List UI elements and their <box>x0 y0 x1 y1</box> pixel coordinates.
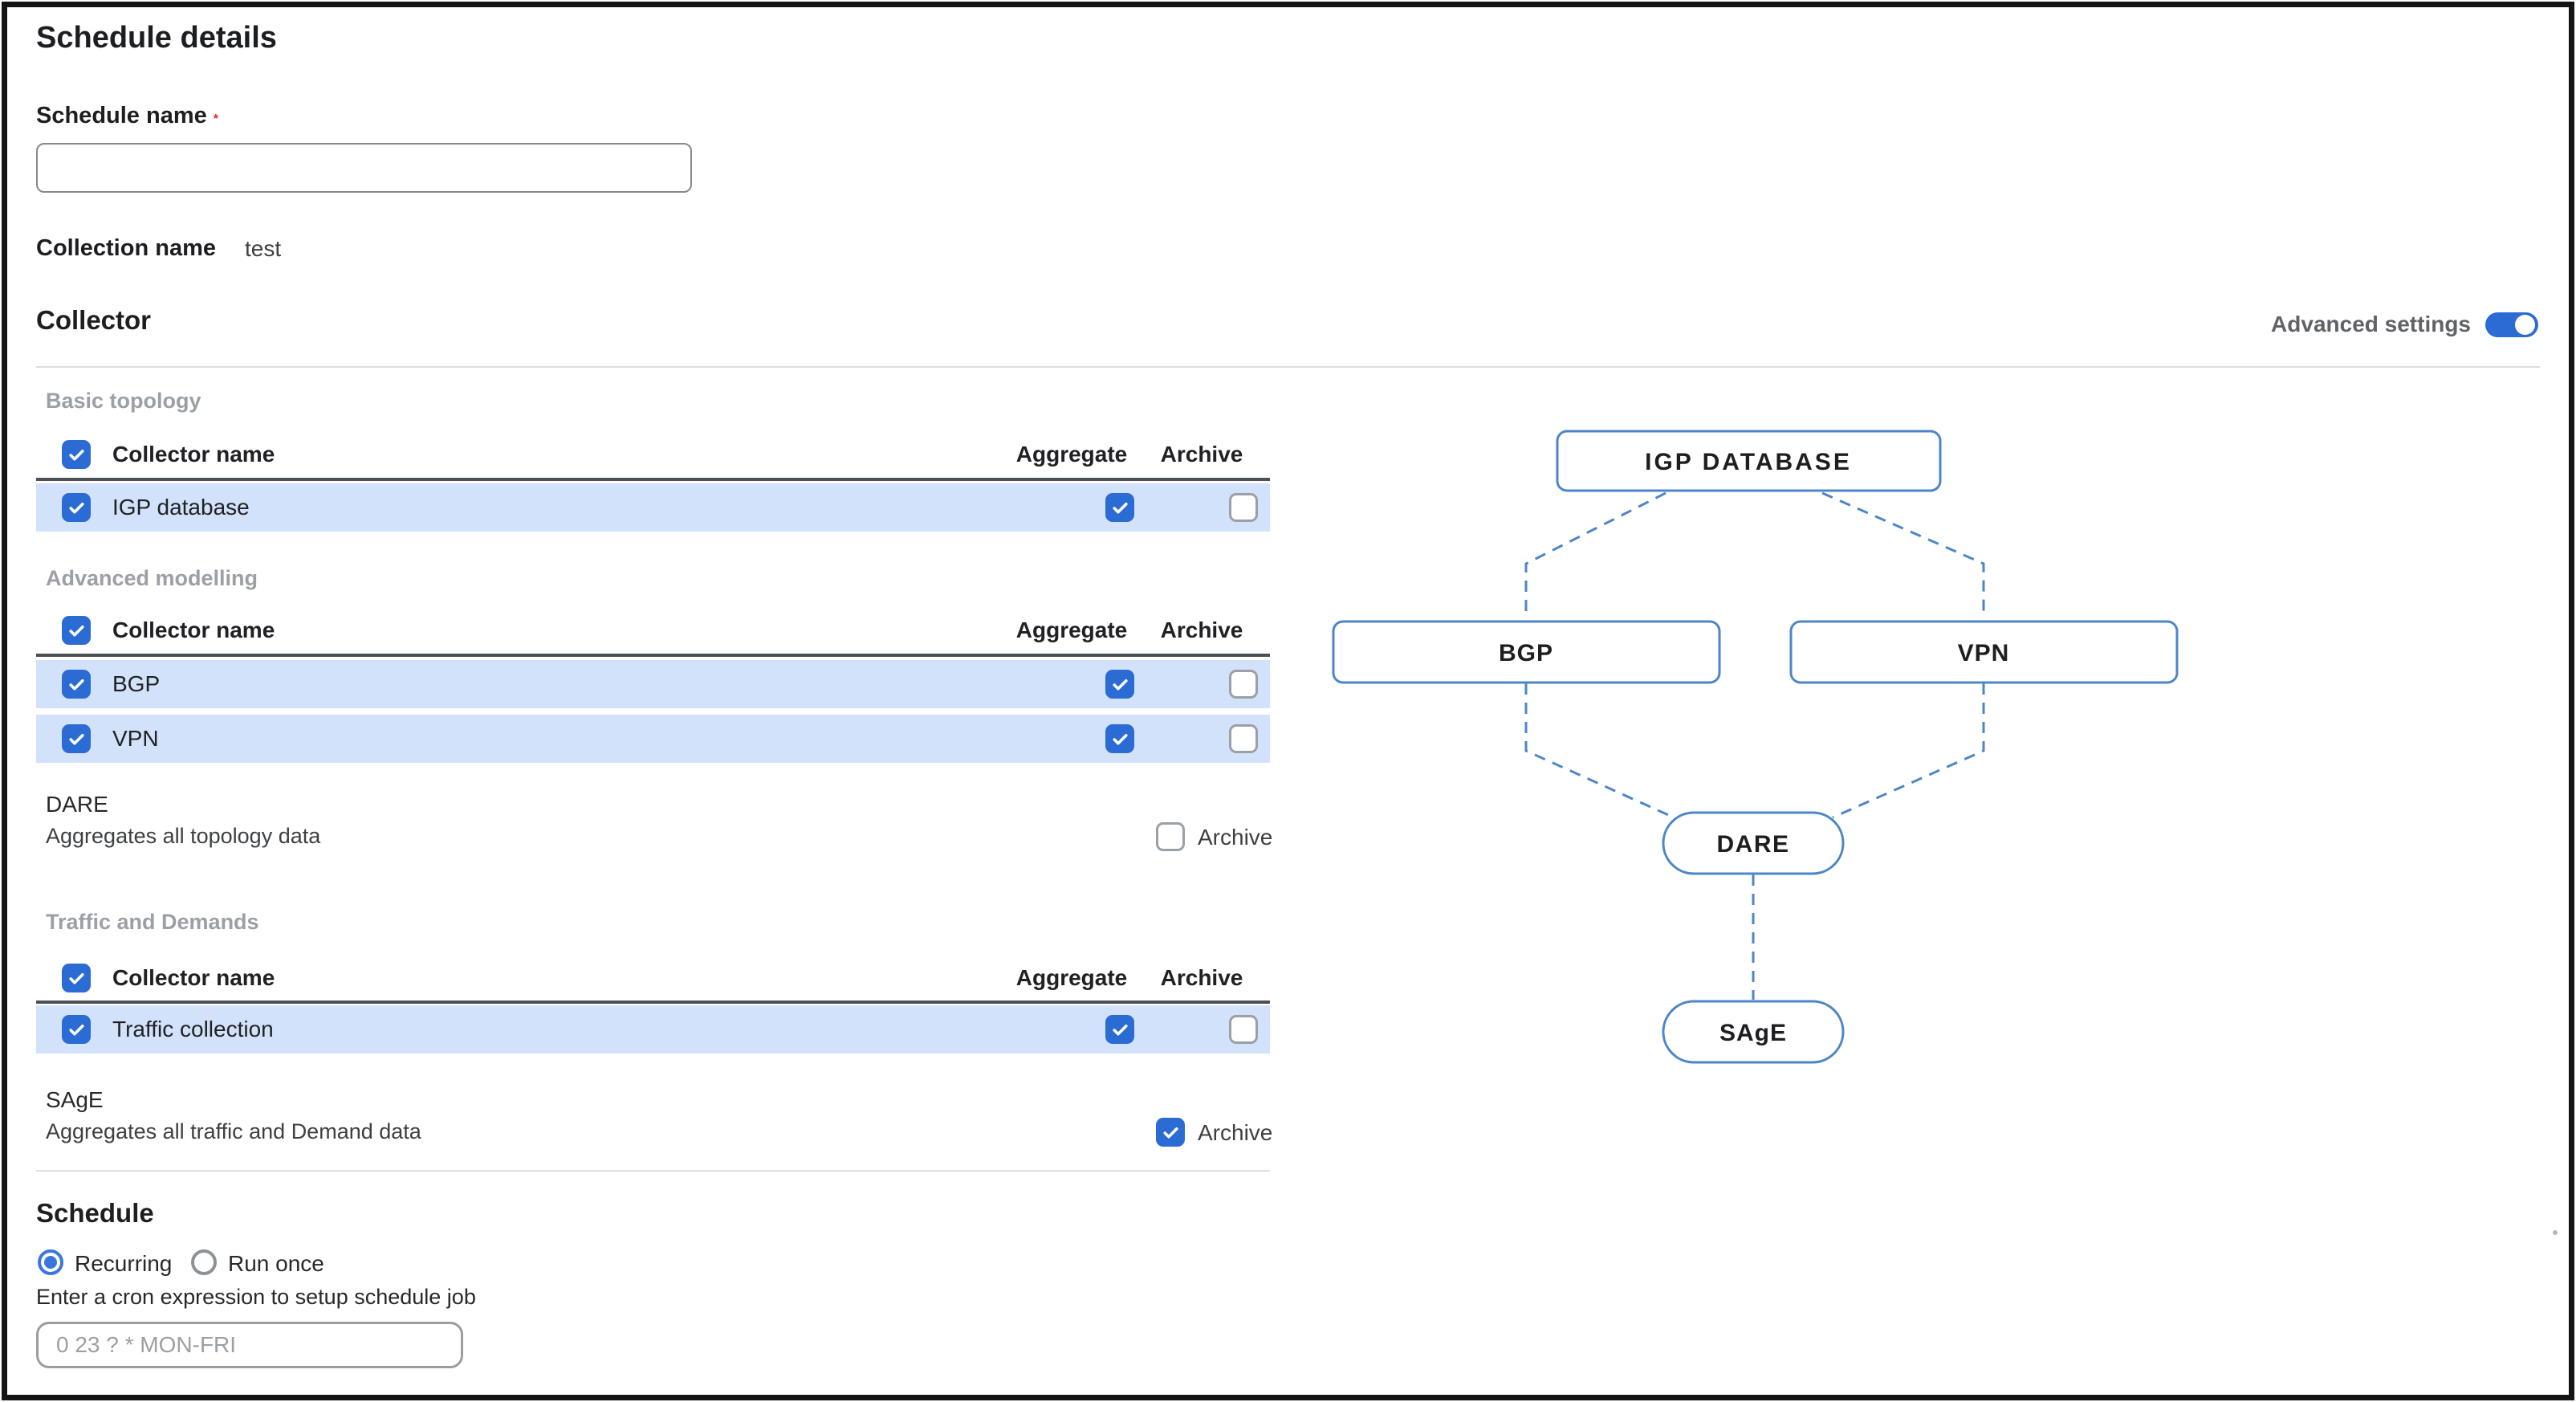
table-row[interactable]: BGP <box>36 660 1270 708</box>
aggregator-name-sage: SAgE <box>46 1087 104 1112</box>
select-all-checkbox[interactable] <box>62 616 91 645</box>
aggregate-checkbox[interactable] <box>1105 670 1134 699</box>
schedule-name-label: Schedule name <box>36 103 207 128</box>
aggregate-checkbox[interactable] <box>1105 493 1134 522</box>
collector-name: Traffic collection <box>112 1017 274 1041</box>
section-divider <box>36 1170 1270 1172</box>
table-header: Collector name Aggregate Archive <box>36 607 1270 654</box>
column-header-name: Collector name <box>112 965 275 990</box>
radio-recurring-label[interactable]: Recurring <box>75 1251 173 1276</box>
screen-artifact-dot <box>2553 1230 2558 1235</box>
node-sage-label: SAgE <box>1719 1020 1787 1046</box>
toggle-knob <box>2515 314 2535 335</box>
edge-vpn-to-dare <box>1832 683 1985 819</box>
row-select-checkbox[interactable] <box>62 1015 91 1044</box>
cron-expression-label: Enter a cron expression to setup schedul… <box>36 1285 476 1309</box>
select-all-checkbox[interactable] <box>62 440 91 469</box>
group-title-basic-topology: Basic topology <box>46 389 201 413</box>
column-header-name: Collector name <box>112 442 275 467</box>
edge-igp-to-bgp <box>1524 491 1666 618</box>
column-header-archive: Archive <box>1160 965 1243 990</box>
collector-topology-diagram: IGP DATABASE BGP VPN DARE SAgE <box>1332 430 2179 1064</box>
row-select-checkbox[interactable] <box>62 670 91 699</box>
advanced-settings-toggle[interactable] <box>2485 312 2538 337</box>
column-header-name: Collector name <box>112 617 275 642</box>
row-select-checkbox[interactable] <box>62 724 91 753</box>
sage-archive-label: Archive <box>1198 1120 1273 1145</box>
archive-checkbox[interactable] <box>1229 670 1258 699</box>
collection-name-value: test <box>245 236 282 261</box>
aggregator-description: Aggregates all topology data <box>46 824 321 848</box>
node-igp-database-label: IGP DATABASE <box>1645 449 1852 475</box>
edge-igp-to-vpn <box>1821 491 1985 618</box>
table-header-underline <box>36 654 1270 657</box>
column-header-aggregate: Aggregate <box>1015 617 1128 642</box>
table-row[interactable]: Traffic collection <box>36 1005 1270 1054</box>
radio-run-once-label[interactable]: Run once <box>228 1251 324 1276</box>
aggregate-checkbox[interactable] <box>1105 1015 1134 1044</box>
node-igp-database <box>1556 430 1942 492</box>
column-header-aggregate: Aggregate <box>1015 965 1128 990</box>
collector-name: IGP database <box>112 495 250 520</box>
table-header-underline <box>36 1001 1270 1004</box>
node-dare <box>1662 811 1845 875</box>
dare-archive-label: Archive <box>1198 825 1273 850</box>
node-bgp <box>1332 620 1721 684</box>
required-asterisk: * <box>213 112 218 126</box>
aggregate-checkbox[interactable] <box>1105 724 1134 753</box>
dare-archive-checkbox[interactable] <box>1156 822 1185 851</box>
table-row[interactable]: IGP database <box>36 483 1270 532</box>
column-header-archive: Archive <box>1160 442 1243 467</box>
schedule-name-input[interactable] <box>36 143 692 193</box>
column-header-archive: Archive <box>1160 617 1243 642</box>
aggregator-name-dare: DARE <box>46 792 108 817</box>
radio-dot <box>44 1256 57 1269</box>
radio-recurring[interactable] <box>38 1249 63 1275</box>
table-row[interactable]: VPN <box>36 715 1270 763</box>
edge-bgp-to-dare <box>1524 683 1675 819</box>
node-vpn <box>1789 620 2179 684</box>
collector-heading: Collector <box>36 305 152 335</box>
schedule-heading: Schedule <box>36 1198 154 1228</box>
advanced-settings-control: Advanced settings <box>2271 312 2538 337</box>
section-divider <box>36 366 2540 368</box>
group-title-traffic-and-demands: Traffic and Demands <box>46 910 259 934</box>
table-header: Collector name Aggregate Archive <box>36 431 1270 478</box>
node-sage <box>1662 1000 1845 1064</box>
archive-checkbox[interactable] <box>1229 493 1258 522</box>
archive-checkbox[interactable] <box>1229 724 1258 753</box>
collector-name: VPN <box>112 726 159 751</box>
node-dare-label: DARE <box>1716 831 1789 858</box>
select-all-checkbox[interactable] <box>62 964 91 992</box>
collector-name: BGP <box>112 671 161 696</box>
cron-expression-input[interactable] <box>36 1322 463 1368</box>
radio-run-once[interactable] <box>191 1249 217 1275</box>
node-bgp-label: BGP <box>1499 640 1553 666</box>
page-title: Schedule details <box>36 21 277 55</box>
collection-name-label: Collection name <box>36 235 216 261</box>
node-vpn-label: VPN <box>1958 640 2010 666</box>
table-header: Collector name Aggregate Archive <box>36 955 1270 1001</box>
row-select-checkbox[interactable] <box>62 493 91 522</box>
sage-archive-checkbox[interactable] <box>1156 1118 1185 1147</box>
advanced-settings-label: Advanced settings <box>2271 312 2471 336</box>
table-header-underline <box>36 478 1270 481</box>
archive-checkbox[interactable] <box>1229 1015 1258 1044</box>
aggregator-description: Aggregates all traffic and Demand data <box>46 1119 421 1143</box>
diagram-edges <box>1524 491 1985 1000</box>
column-header-aggregate: Aggregate <box>1015 442 1128 467</box>
group-title-advanced-modelling: Advanced modelling <box>46 566 258 590</box>
